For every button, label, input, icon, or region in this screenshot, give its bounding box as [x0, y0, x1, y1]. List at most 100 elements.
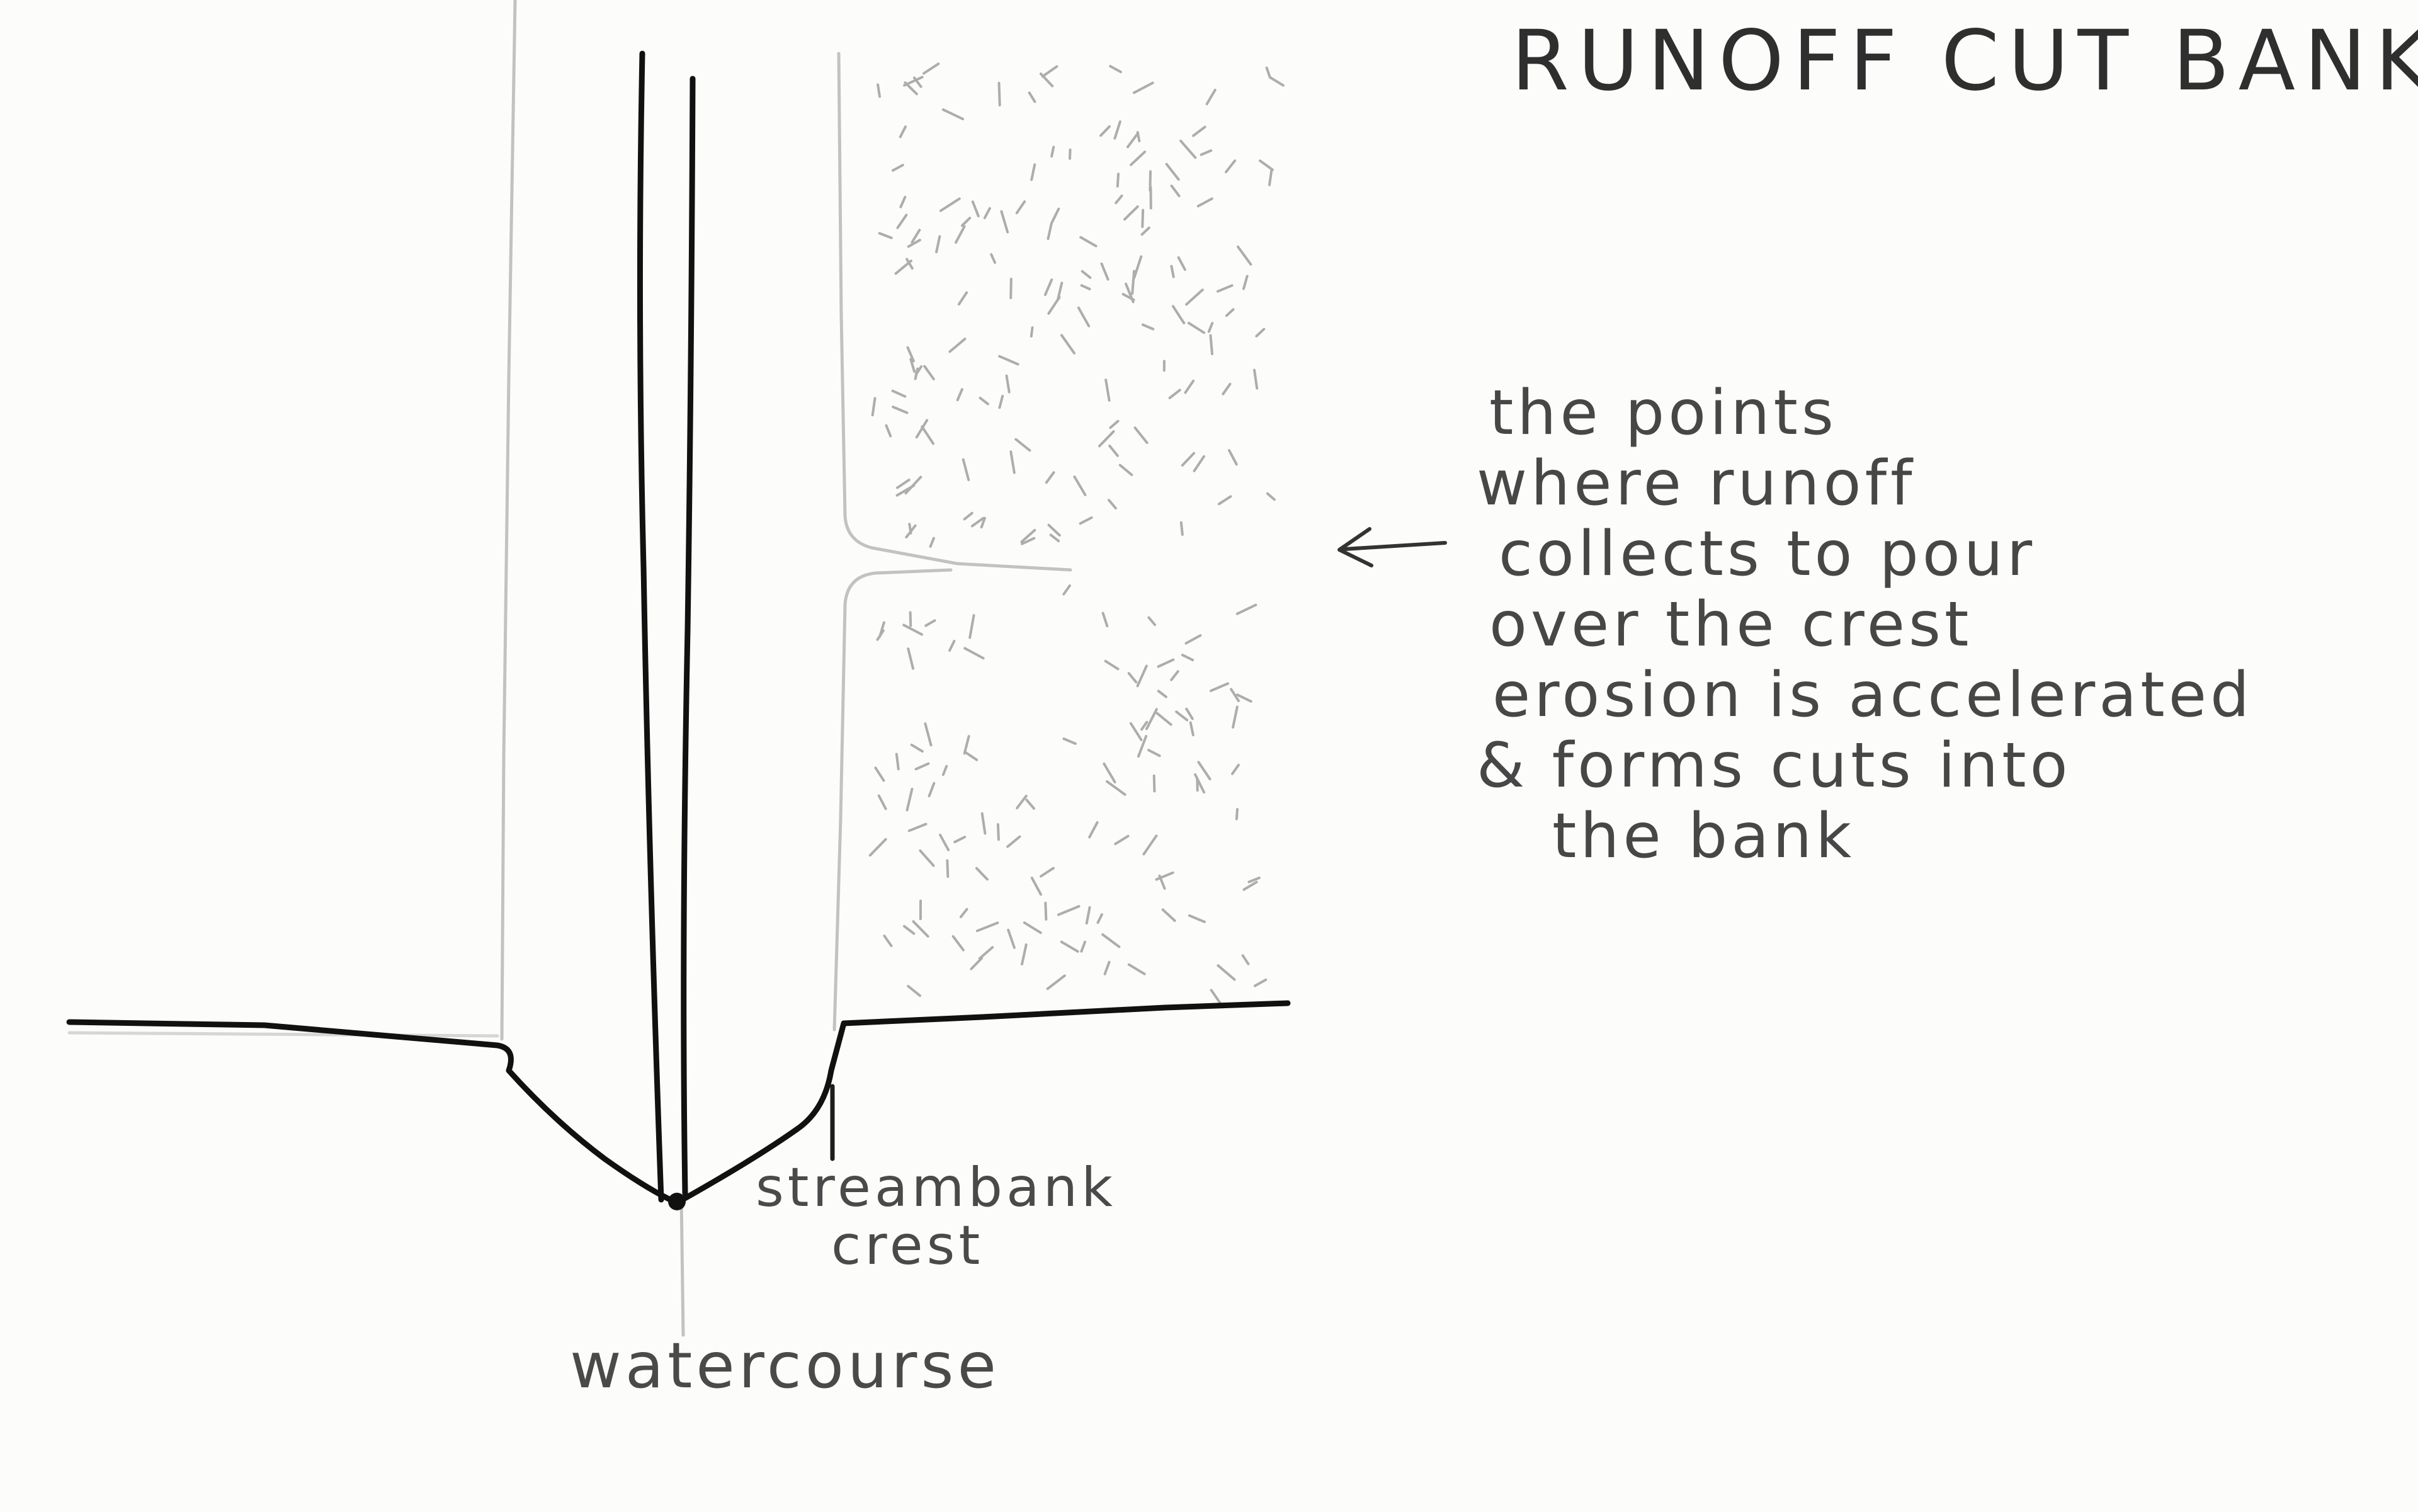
hatch-stroke	[928, 782, 936, 798]
hatch-stroke	[1041, 65, 1059, 78]
hatch-stroke	[1171, 305, 1186, 324]
hatch-stroke	[1170, 264, 1175, 278]
hatch-stroke	[1237, 245, 1252, 266]
hatch-stroke	[1130, 151, 1147, 166]
hatch-stroke	[1109, 419, 1120, 429]
hatch-stroke	[1241, 954, 1250, 965]
hatch-stroke	[1100, 262, 1110, 281]
hatch-stroke	[1177, 256, 1186, 271]
hatch-stroke	[1127, 672, 1138, 684]
hatch-stroke	[921, 425, 934, 445]
hatch-stroke	[895, 484, 916, 497]
hatch-stroke	[948, 640, 956, 652]
hatch-stroke	[962, 458, 970, 481]
watercourse-pencil-line	[679, 1195, 685, 1337]
hatch-stroke	[896, 479, 911, 489]
hatch-stroke	[1047, 523, 1061, 537]
hatch-stroke	[1043, 278, 1053, 297]
hatch-stroke	[871, 397, 877, 417]
hatch-stroke	[1193, 455, 1205, 472]
stream-right-edge	[681, 76, 696, 1197]
hatch-stroke	[957, 291, 968, 306]
hatch-stroke	[1103, 960, 1111, 975]
hatch-stroke	[902, 623, 923, 636]
annotation-line: the points	[1489, 377, 1837, 449]
streambank-crest-label: streambank crest	[756, 1159, 1116, 1275]
hatch-stroke	[959, 907, 968, 918]
hatch-stroke	[1118, 463, 1133, 476]
hatch-stroke	[1184, 634, 1202, 645]
hatch-stroke	[895, 753, 900, 771]
watercourse-label: watercourse	[570, 1329, 1000, 1402]
right-bank-pencil-line-upper	[837, 52, 1072, 572]
hatch-stroke	[1045, 471, 1055, 484]
page-title: RUNOFF CUT BANKS	[1511, 13, 2418, 110]
hatch-stroke	[914, 367, 919, 380]
hatch-stroke	[1021, 537, 1036, 545]
hatch-stroke	[1060, 334, 1076, 355]
hatch-stroke	[980, 812, 987, 835]
pencil-bank-outlines	[67, 0, 1072, 1337]
hatch-stroke	[1046, 974, 1066, 991]
hatch-stroke	[1181, 452, 1195, 467]
streambank-crest-label-line1: streambank	[756, 1156, 1116, 1219]
hatch-stroke	[1127, 963, 1146, 975]
hatch-stroke	[1028, 91, 1036, 103]
hatch-stroke	[1175, 710, 1189, 722]
hatch-stroke	[910, 743, 924, 753]
hatch-stroke	[1253, 368, 1259, 390]
hatch-stroke	[978, 946, 994, 960]
hatch-stroke	[1147, 749, 1161, 758]
hatch-stroke	[1225, 308, 1235, 317]
hatch-stroke	[939, 833, 950, 851]
hatch-stroke	[1184, 379, 1195, 394]
hatch-stroke	[1103, 762, 1116, 783]
hatch-stroke	[963, 511, 973, 521]
hatch-stroke	[924, 722, 933, 747]
hatch-stroke	[1000, 210, 1009, 234]
hatch-stroke	[1179, 139, 1197, 159]
hatch-stroke	[1140, 226, 1150, 236]
hatch-stroke	[998, 395, 1004, 409]
annotation-line: the bank	[1552, 800, 1856, 872]
hatch-stroke	[1266, 492, 1276, 501]
hatch-stroke	[1085, 906, 1091, 925]
hatch-stroke	[1047, 296, 1061, 315]
hatch-stroke	[1155, 712, 1172, 726]
hatch-stroke	[885, 424, 892, 438]
hatch-stroke	[1210, 682, 1230, 692]
hatch-stroke	[1123, 205, 1139, 221]
hatch-stroke	[1113, 120, 1121, 140]
hatch-stroke	[953, 836, 967, 844]
hatch-stroke	[1230, 688, 1240, 702]
hatch-stroke	[975, 867, 989, 881]
hatch-stroke	[1133, 255, 1143, 280]
hatch-stroke	[1133, 81, 1154, 94]
hatch-stroke	[877, 794, 887, 810]
hatch-stroke	[874, 766, 885, 782]
hatch-stroke	[1044, 901, 1048, 921]
hatch-stroke	[1057, 905, 1081, 916]
hatch-stroke	[922, 62, 940, 75]
annotation-line: & forms cuts into	[1477, 730, 2072, 802]
hatch-stroke	[1200, 149, 1213, 156]
bank-hatching	[868, 62, 1285, 1009]
hatch-stroke	[1269, 76, 1285, 87]
hatch-stroke	[1015, 200, 1026, 215]
hatch-stroke	[963, 647, 985, 660]
hatch-stroke	[948, 338, 967, 353]
hatch-stroke	[1023, 921, 1042, 935]
hatch-stroke	[1255, 327, 1266, 338]
hatch-stroke	[1187, 322, 1206, 334]
hatch-stroke	[876, 629, 885, 641]
hatch-stroke	[990, 253, 996, 264]
hatch-stroke	[1141, 208, 1145, 229]
hatch-stroke	[894, 259, 912, 275]
hatch-stroke	[1185, 288, 1204, 306]
hatch-stroke	[1188, 914, 1206, 923]
hatch-stroke	[956, 388, 963, 402]
hatch-stroke	[899, 125, 907, 139]
hatch-stroke	[1098, 430, 1115, 448]
hatch-stroke	[1125, 282, 1135, 304]
hatch-stroke	[1039, 72, 1054, 88]
